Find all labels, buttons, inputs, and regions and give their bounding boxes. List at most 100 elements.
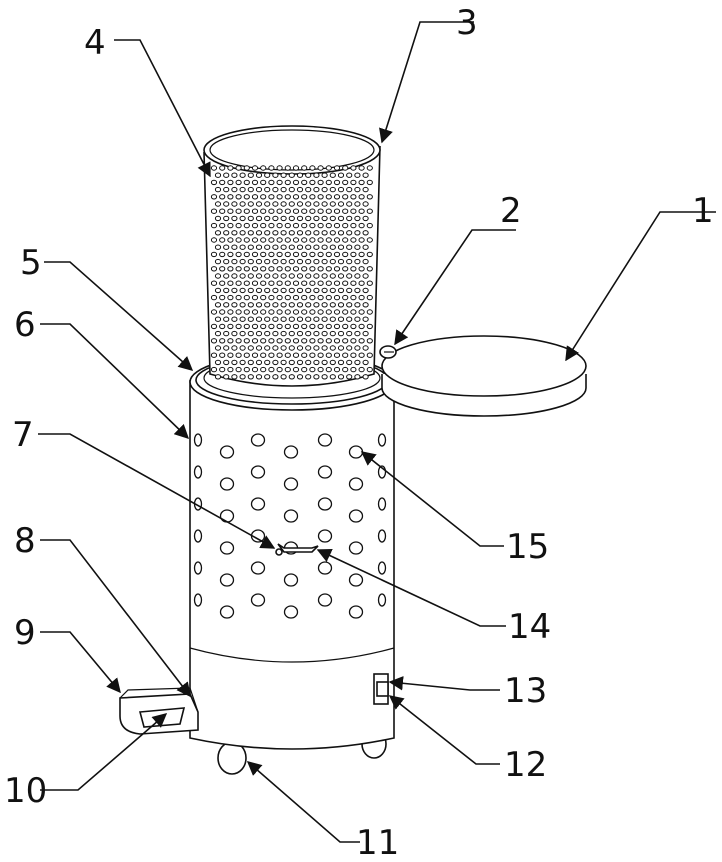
basket-hole (228, 281, 233, 285)
basket-hole (363, 317, 368, 321)
basket-hole (330, 375, 335, 379)
barrel-hole (221, 446, 234, 458)
basket-hole (211, 281, 216, 285)
basket-hole (359, 252, 364, 256)
basket-hole (265, 346, 270, 350)
basket-hole (265, 259, 270, 263)
basket-hole (273, 288, 278, 292)
hinge (380, 346, 396, 358)
basket-hole (261, 339, 266, 343)
basket-hole (232, 173, 237, 177)
basket-hole (318, 252, 323, 256)
basket-hole (334, 252, 339, 256)
basket-hole (240, 317, 245, 321)
basket-hole (310, 166, 315, 170)
basket-hole (302, 195, 307, 199)
basket-hole (261, 180, 266, 184)
basket-hole (261, 238, 266, 242)
basket-hole (269, 238, 274, 242)
basket-hole (252, 281, 257, 285)
basket-hole (240, 375, 245, 379)
basket-hole (367, 295, 372, 299)
basket-hole (314, 173, 319, 177)
basket-hole (322, 288, 327, 292)
basket-hole (330, 231, 335, 235)
basket-hole (277, 238, 282, 242)
basket-hole (269, 209, 274, 213)
basket-hole (211, 209, 216, 213)
basket-hole (306, 187, 311, 191)
basket-hole (306, 331, 311, 335)
basket-hole (318, 267, 323, 271)
basket-hole (355, 317, 360, 321)
basket-hole (338, 375, 343, 379)
barrel-hole (195, 434, 202, 446)
label-2: 2 (500, 191, 522, 231)
basket-hole (215, 231, 220, 235)
basket-hole (261, 223, 266, 227)
basket-hole (252, 339, 257, 343)
basket-hole (211, 324, 216, 328)
basket-hole (277, 310, 282, 314)
basket-hole (277, 267, 282, 271)
basket-hole (289, 187, 294, 191)
basket-hole (285, 252, 290, 256)
basket-hole (330, 331, 335, 335)
basket-hole (351, 295, 356, 299)
basket-hole (338, 216, 343, 220)
basket-hole (215, 303, 220, 307)
basket-hole (334, 238, 339, 242)
basket-hole (273, 259, 278, 263)
label-12: 12 (504, 745, 547, 785)
basket-hole (306, 274, 311, 278)
basket-hole (314, 259, 319, 263)
basket-hole (236, 267, 241, 271)
basket-hole (310, 180, 315, 184)
basket-hole (355, 173, 360, 177)
basket-hole (297, 303, 302, 307)
basket-hole (310, 209, 315, 213)
basket-hole (261, 166, 266, 170)
basket-hole (220, 180, 225, 184)
basket-hole (265, 288, 270, 292)
basket-hole (252, 223, 257, 227)
basket-hole (347, 245, 352, 249)
basket-hole (334, 295, 339, 299)
basket-hole (330, 173, 335, 177)
basket-hole (215, 187, 220, 191)
basket-hole (355, 202, 360, 206)
switch (374, 674, 388, 704)
barrel-hole (350, 574, 363, 586)
basket-hole (232, 303, 237, 307)
basket-hole (224, 375, 229, 379)
basket-hole (224, 274, 229, 278)
basket-hole (314, 360, 319, 364)
basket-hole (244, 180, 249, 184)
basket-hole (236, 310, 241, 314)
basket-hole (343, 281, 348, 285)
basket-hole (256, 245, 261, 249)
basket-hole (367, 180, 372, 184)
barrel-hole (285, 510, 298, 522)
basket-hole (289, 346, 294, 350)
label-7: 7 (12, 415, 34, 455)
basket-hole (306, 259, 311, 263)
basket-hole (355, 187, 360, 191)
basket-hole (330, 245, 335, 249)
basket-hole (273, 216, 278, 220)
basket-hole (215, 288, 220, 292)
basket-hole (355, 346, 360, 350)
barrel-hole (319, 434, 332, 446)
basket-hole (318, 209, 323, 213)
basket-hole (273, 231, 278, 235)
basket-hole (236, 295, 241, 299)
basket-hole (220, 281, 225, 285)
basket-hole (240, 274, 245, 278)
basket-hole (228, 252, 233, 256)
basket-hole (326, 180, 331, 184)
basket-hole (338, 346, 343, 350)
basket-hole (359, 310, 364, 314)
basket-hole (248, 331, 253, 335)
basket-hole (326, 295, 331, 299)
basket-hole (347, 360, 352, 364)
